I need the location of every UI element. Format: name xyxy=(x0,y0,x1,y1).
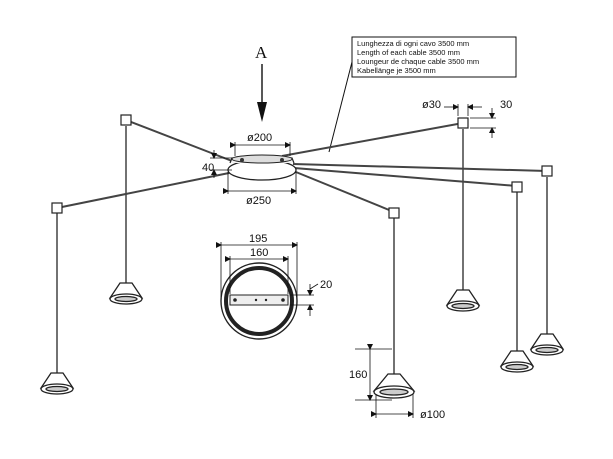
pendant-shades xyxy=(39,282,565,399)
view-label-a: A xyxy=(255,43,268,62)
plate-dimensions xyxy=(216,242,319,316)
dim-plate-outer: 195 xyxy=(249,233,267,245)
view-arrow xyxy=(257,64,267,122)
shade-dimensions xyxy=(355,344,414,418)
ceiling-anchors xyxy=(51,114,553,219)
anchor-dimensions xyxy=(444,104,496,138)
cable-note-line-fr: Loungeur de chaque cable 3500 mm xyxy=(357,57,479,66)
suspension-arms xyxy=(56,119,548,213)
cable-note-line-de: Kabellänge je 3500 mm xyxy=(357,66,436,75)
canopy-dimensions xyxy=(210,142,297,194)
dim-canopy-bottom-diameter: ø250 xyxy=(246,195,271,207)
dim-canopy-height: 40 xyxy=(202,162,214,174)
dim-canopy-top-diameter: ø200 xyxy=(247,132,272,144)
dim-shade-diameter: ø100 xyxy=(420,409,445,421)
pendant-cables xyxy=(56,126,548,374)
cable-note-line-en: Length of each cable 3500 mm xyxy=(357,48,460,57)
ceiling-canopy xyxy=(227,154,297,181)
ceiling-plate-detail xyxy=(220,262,298,340)
cable-length-note: Lunghezza di ogni cavo 3500 mm Length of… xyxy=(351,36,517,78)
dim-plate-inner: 160 xyxy=(250,247,268,259)
dim-anchor-size: 30 xyxy=(500,99,512,111)
dim-anchor-diameter: ø30 xyxy=(422,99,441,111)
note-leader-line xyxy=(328,61,353,153)
dim-shade-height: 160 xyxy=(349,369,367,381)
dim-plate-bracket: 20 xyxy=(320,279,332,291)
cable-note-line-it: Lunghezza di ogni cavo 3500 mm xyxy=(357,39,469,48)
